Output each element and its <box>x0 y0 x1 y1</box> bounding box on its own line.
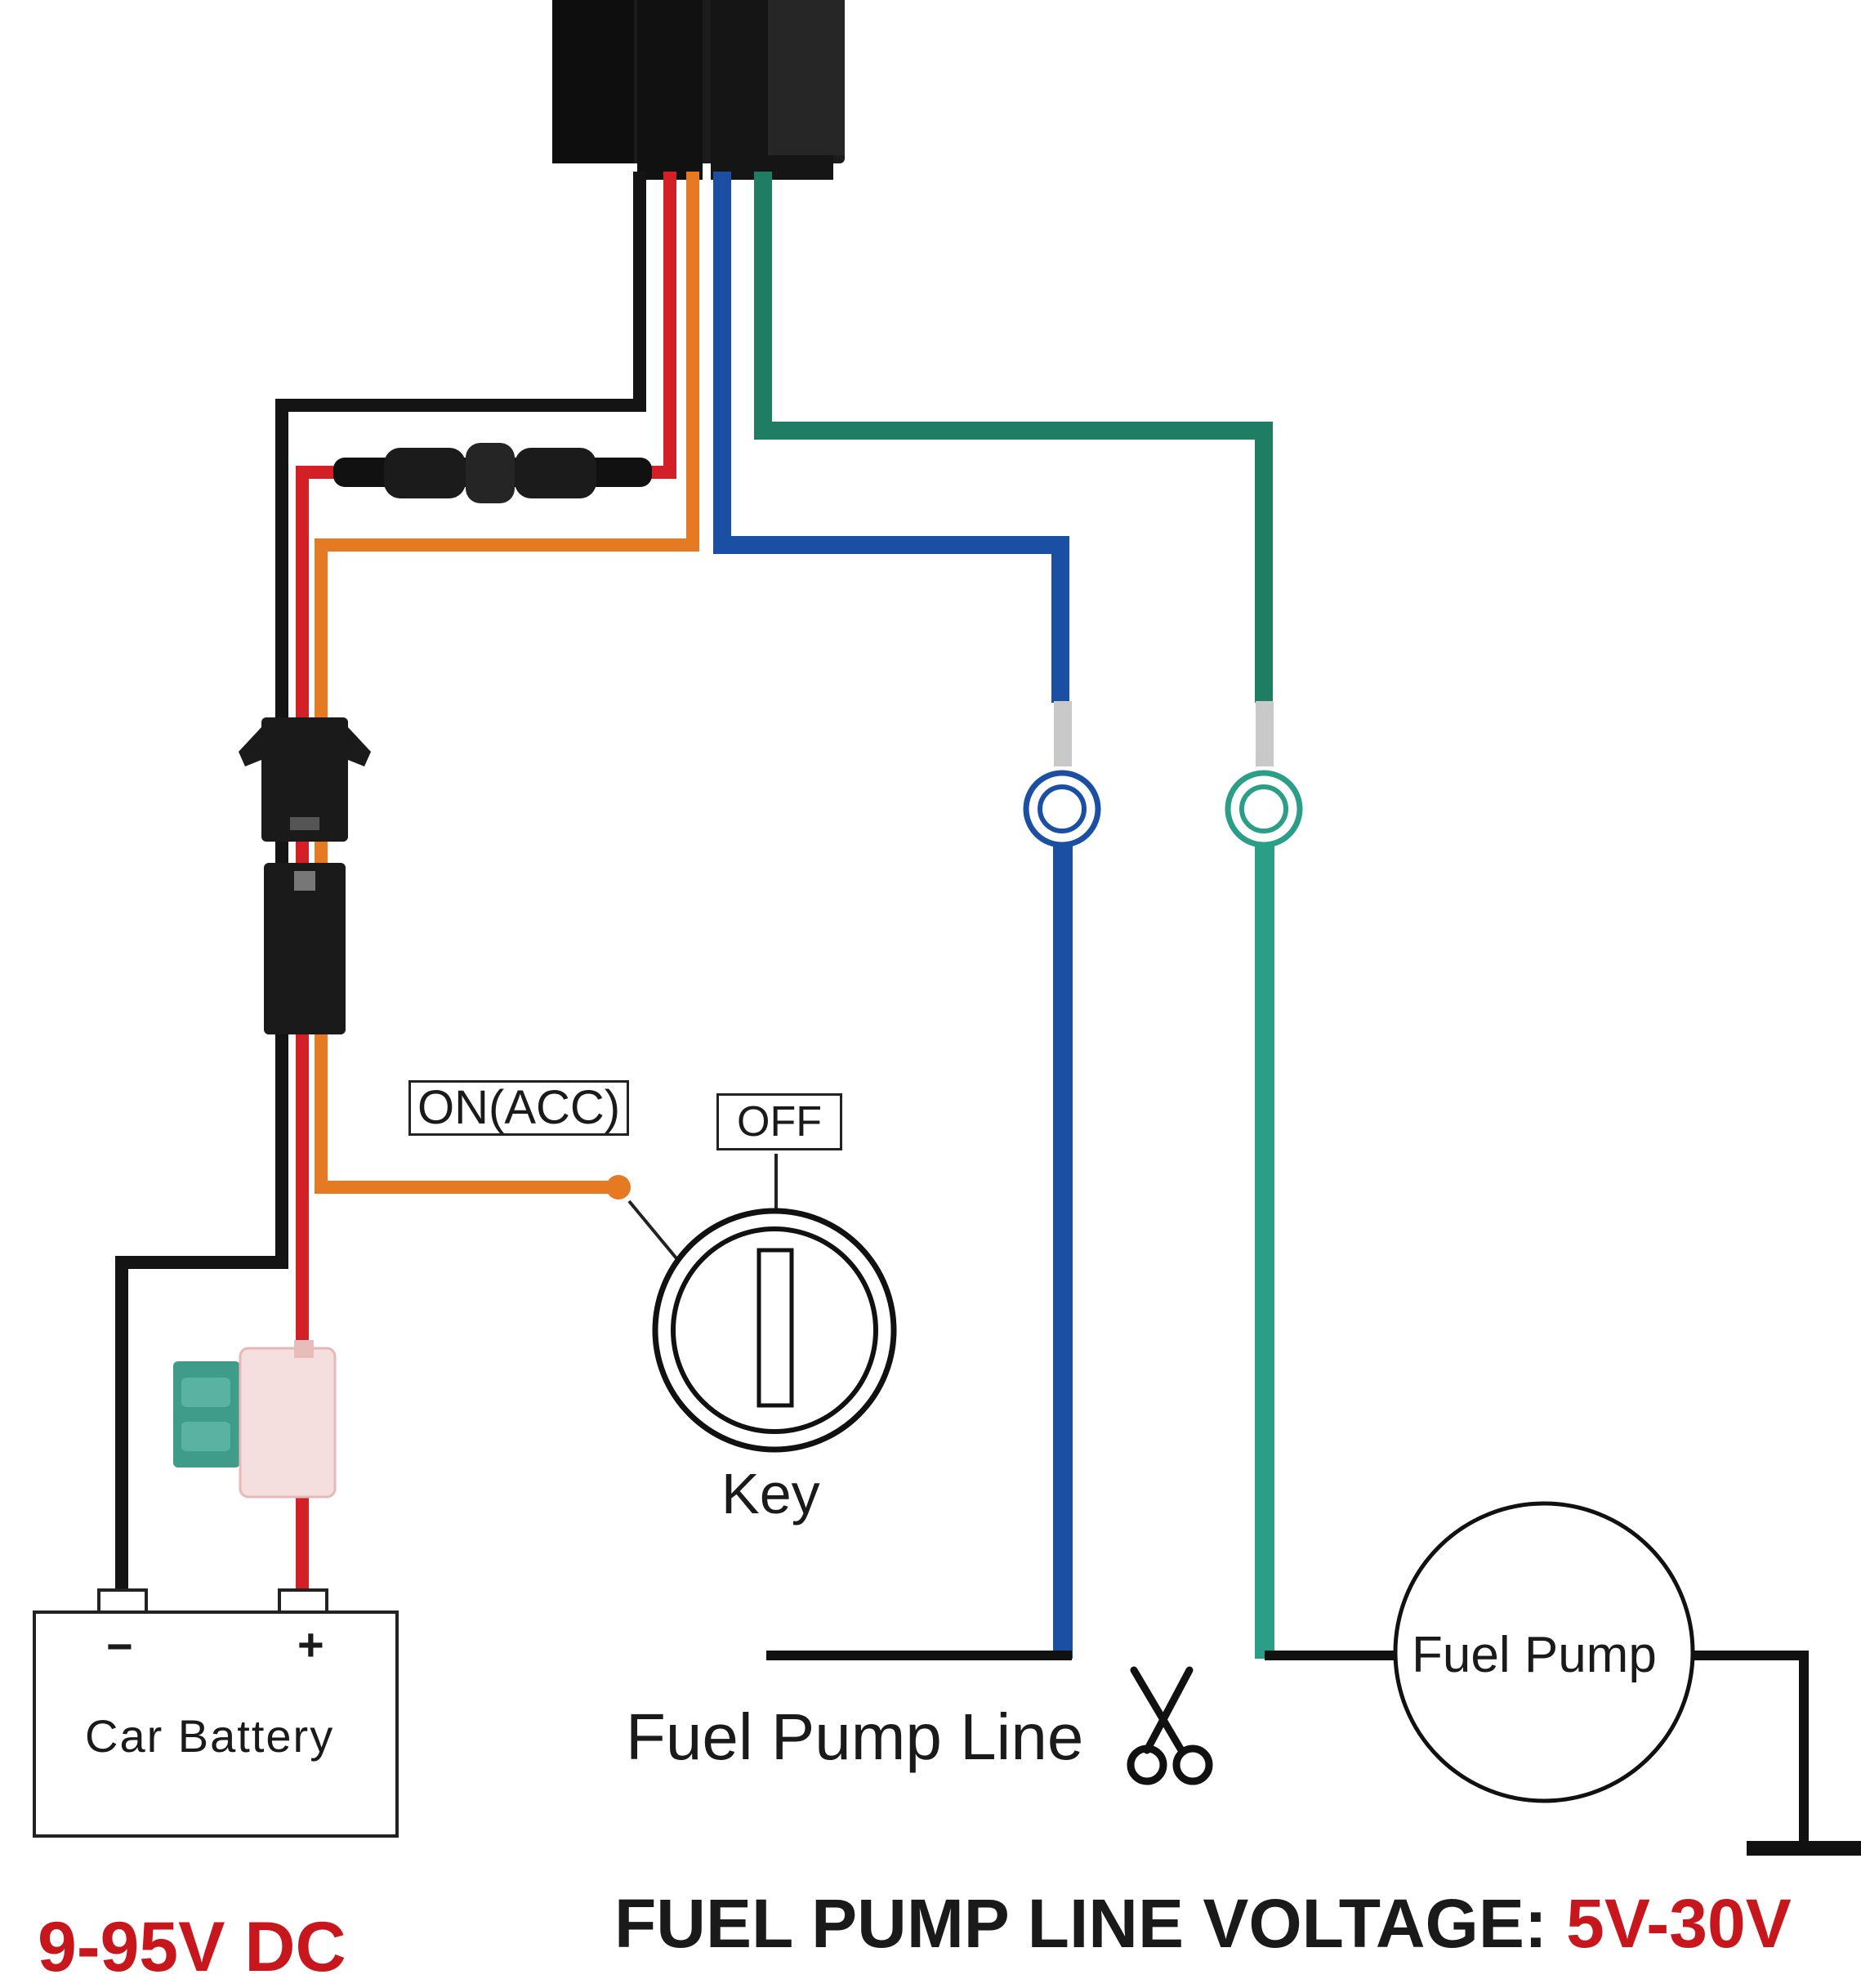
blade-fuse <box>173 1340 337 1499</box>
green-ring-terminal <box>1225 701 1303 848</box>
fuel-pump-voltage-prefix: FUEL PUMP LINE VOLTAGE: <box>614 1885 1567 1962</box>
red-wire <box>296 172 676 1593</box>
wire-connector <box>239 717 371 1034</box>
inline-fuse-holder <box>333 443 652 503</box>
on-acc-label: ON(ACC) <box>408 1080 630 1136</box>
off-label: OFF <box>716 1093 842 1150</box>
battery-minus-label: − <box>106 1620 133 1672</box>
battery-plus-label: + <box>297 1619 324 1670</box>
car-battery <box>33 1588 399 1838</box>
blue-ring-terminal <box>1023 701 1101 848</box>
scissors-icon <box>1127 1666 1213 1785</box>
ignition-key-switch <box>606 1154 897 1453</box>
wiring-diagram <box>33 0 1861 1856</box>
fuel-pump-voltage-value: 5V-30V <box>1566 1885 1792 1962</box>
green-wire <box>754 172 1273 703</box>
ground-line <box>1693 1651 1809 1848</box>
key-label: Key <box>721 1462 820 1526</box>
battery-voltage-label: 9-95V DC <box>38 1908 346 1986</box>
fuel-pump-label: Fuel Pump <box>1412 1627 1657 1683</box>
car-battery-label: Car Battery <box>85 1710 335 1762</box>
fuel-pump-line-label: Fuel Pump Line <box>626 1700 1084 1773</box>
fuel-pump-voltage-heading: FUEL PUMP LINE VOLTAGE: 5V-30V <box>614 1884 1792 1963</box>
gps-tracker-device <box>552 0 845 180</box>
orange-wire <box>315 172 699 1194</box>
blue-wire <box>713 172 1069 703</box>
